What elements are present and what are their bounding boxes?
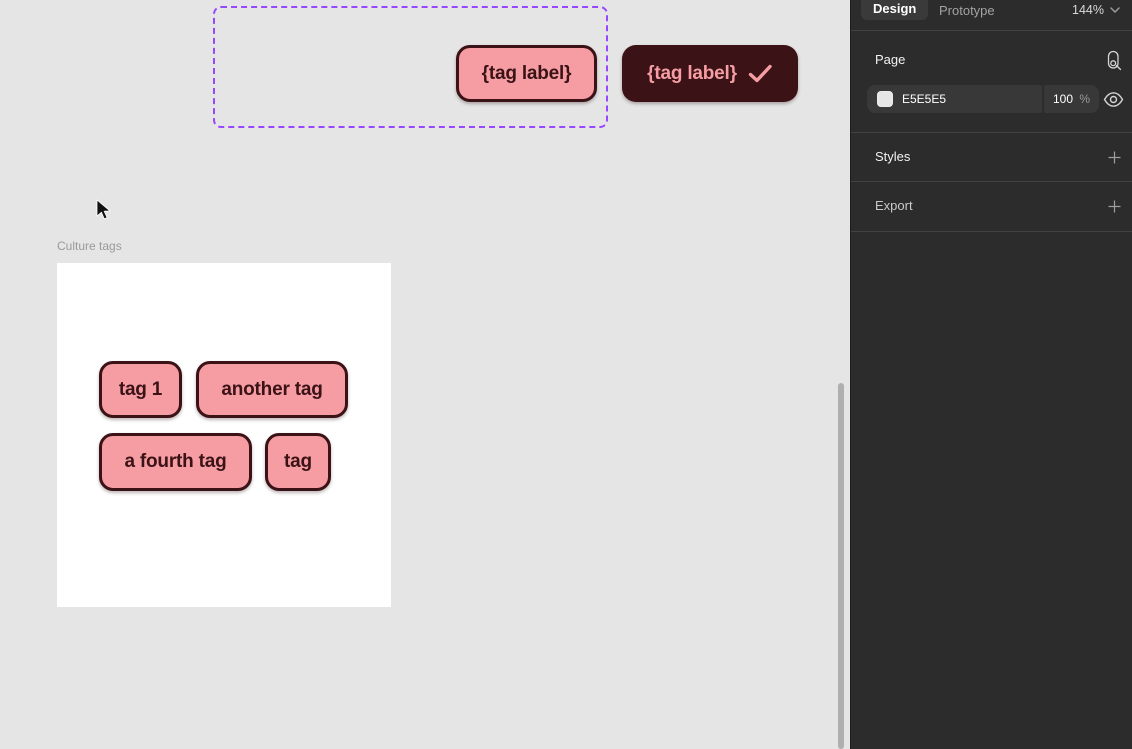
visibility-eye-icon[interactable] (1101, 90, 1125, 108)
tab-prototype[interactable]: Prototype (939, 3, 995, 18)
tag-chip[interactable]: tag (265, 433, 331, 491)
tag-variant-selected-label: {tag label} (647, 62, 737, 84)
page-section-header: Page (851, 48, 1132, 74)
properties-panel: Design Prototype 144% Page (850, 0, 1132, 749)
chevron-down-icon (1110, 7, 1120, 13)
panel-divider (851, 231, 1132, 232)
fill-color-swatch[interactable] (877, 91, 893, 107)
page-fill-row: E5E5E5 100 % (867, 85, 1123, 113)
mouse-pointer-icon (95, 199, 112, 222)
panel-tabbar: Design Prototype 144% (851, 0, 1132, 31)
tag-chip[interactable]: another tag (196, 361, 348, 418)
fill-opacity-value: 100 (1053, 92, 1074, 106)
zoom-level-label: 144% (1072, 3, 1104, 17)
canvas[interactable]: {tag label} {tag label} Culture tags tag… (0, 0, 850, 749)
canvas-vertical-scrollbar[interactable] (838, 383, 844, 749)
tab-design-label: Design (873, 1, 917, 16)
add-export-plus-icon[interactable] (1102, 194, 1126, 218)
tag-chip-label: tag (284, 451, 312, 472)
styles-section-header: Styles (851, 145, 1132, 171)
culture-tags-frame[interactable]: tag 1 another tag a fourth tag tag (57, 263, 391, 607)
panel-divider (851, 181, 1132, 182)
variables-icon[interactable] (1101, 48, 1125, 72)
export-section-label: Export (875, 198, 913, 213)
tag-chip-label: tag 1 (118, 378, 163, 400)
zoom-dropdown[interactable]: 144% (1072, 3, 1120, 17)
frame-title[interactable]: Culture tags (57, 239, 122, 253)
component-set-outline[interactable]: {tag label} {tag label} (213, 6, 798, 128)
tag-chip-label: another tag (221, 378, 323, 400)
tag-chip[interactable]: tag 1 (99, 361, 182, 418)
check-icon (748, 64, 773, 83)
tab-prototype-label: Prototype (939, 3, 995, 18)
styles-section-label: Styles (875, 149, 911, 164)
fill-opacity-input[interactable]: 100 % (1044, 85, 1099, 113)
tag-variant-default[interactable]: {tag label} (456, 45, 597, 102)
add-style-plus-icon[interactable] (1102, 145, 1126, 169)
fill-hex-input[interactable]: E5E5E5 (867, 85, 1042, 113)
tag-variant-default-label: {tag label} (481, 62, 572, 84)
tag-chip-label: a fourth tag (124, 451, 227, 472)
tab-design[interactable]: Design (861, 0, 929, 20)
fill-hex-value: E5E5E5 (902, 92, 947, 106)
tag-variant-selected[interactable]: {tag label} (622, 45, 798, 102)
tag-chip[interactable]: a fourth tag (99, 433, 252, 491)
export-section-header: Export (851, 194, 1132, 220)
panel-divider (851, 132, 1132, 133)
page-section-label: Page (875, 52, 906, 67)
fill-opacity-unit: % (1079, 92, 1090, 106)
